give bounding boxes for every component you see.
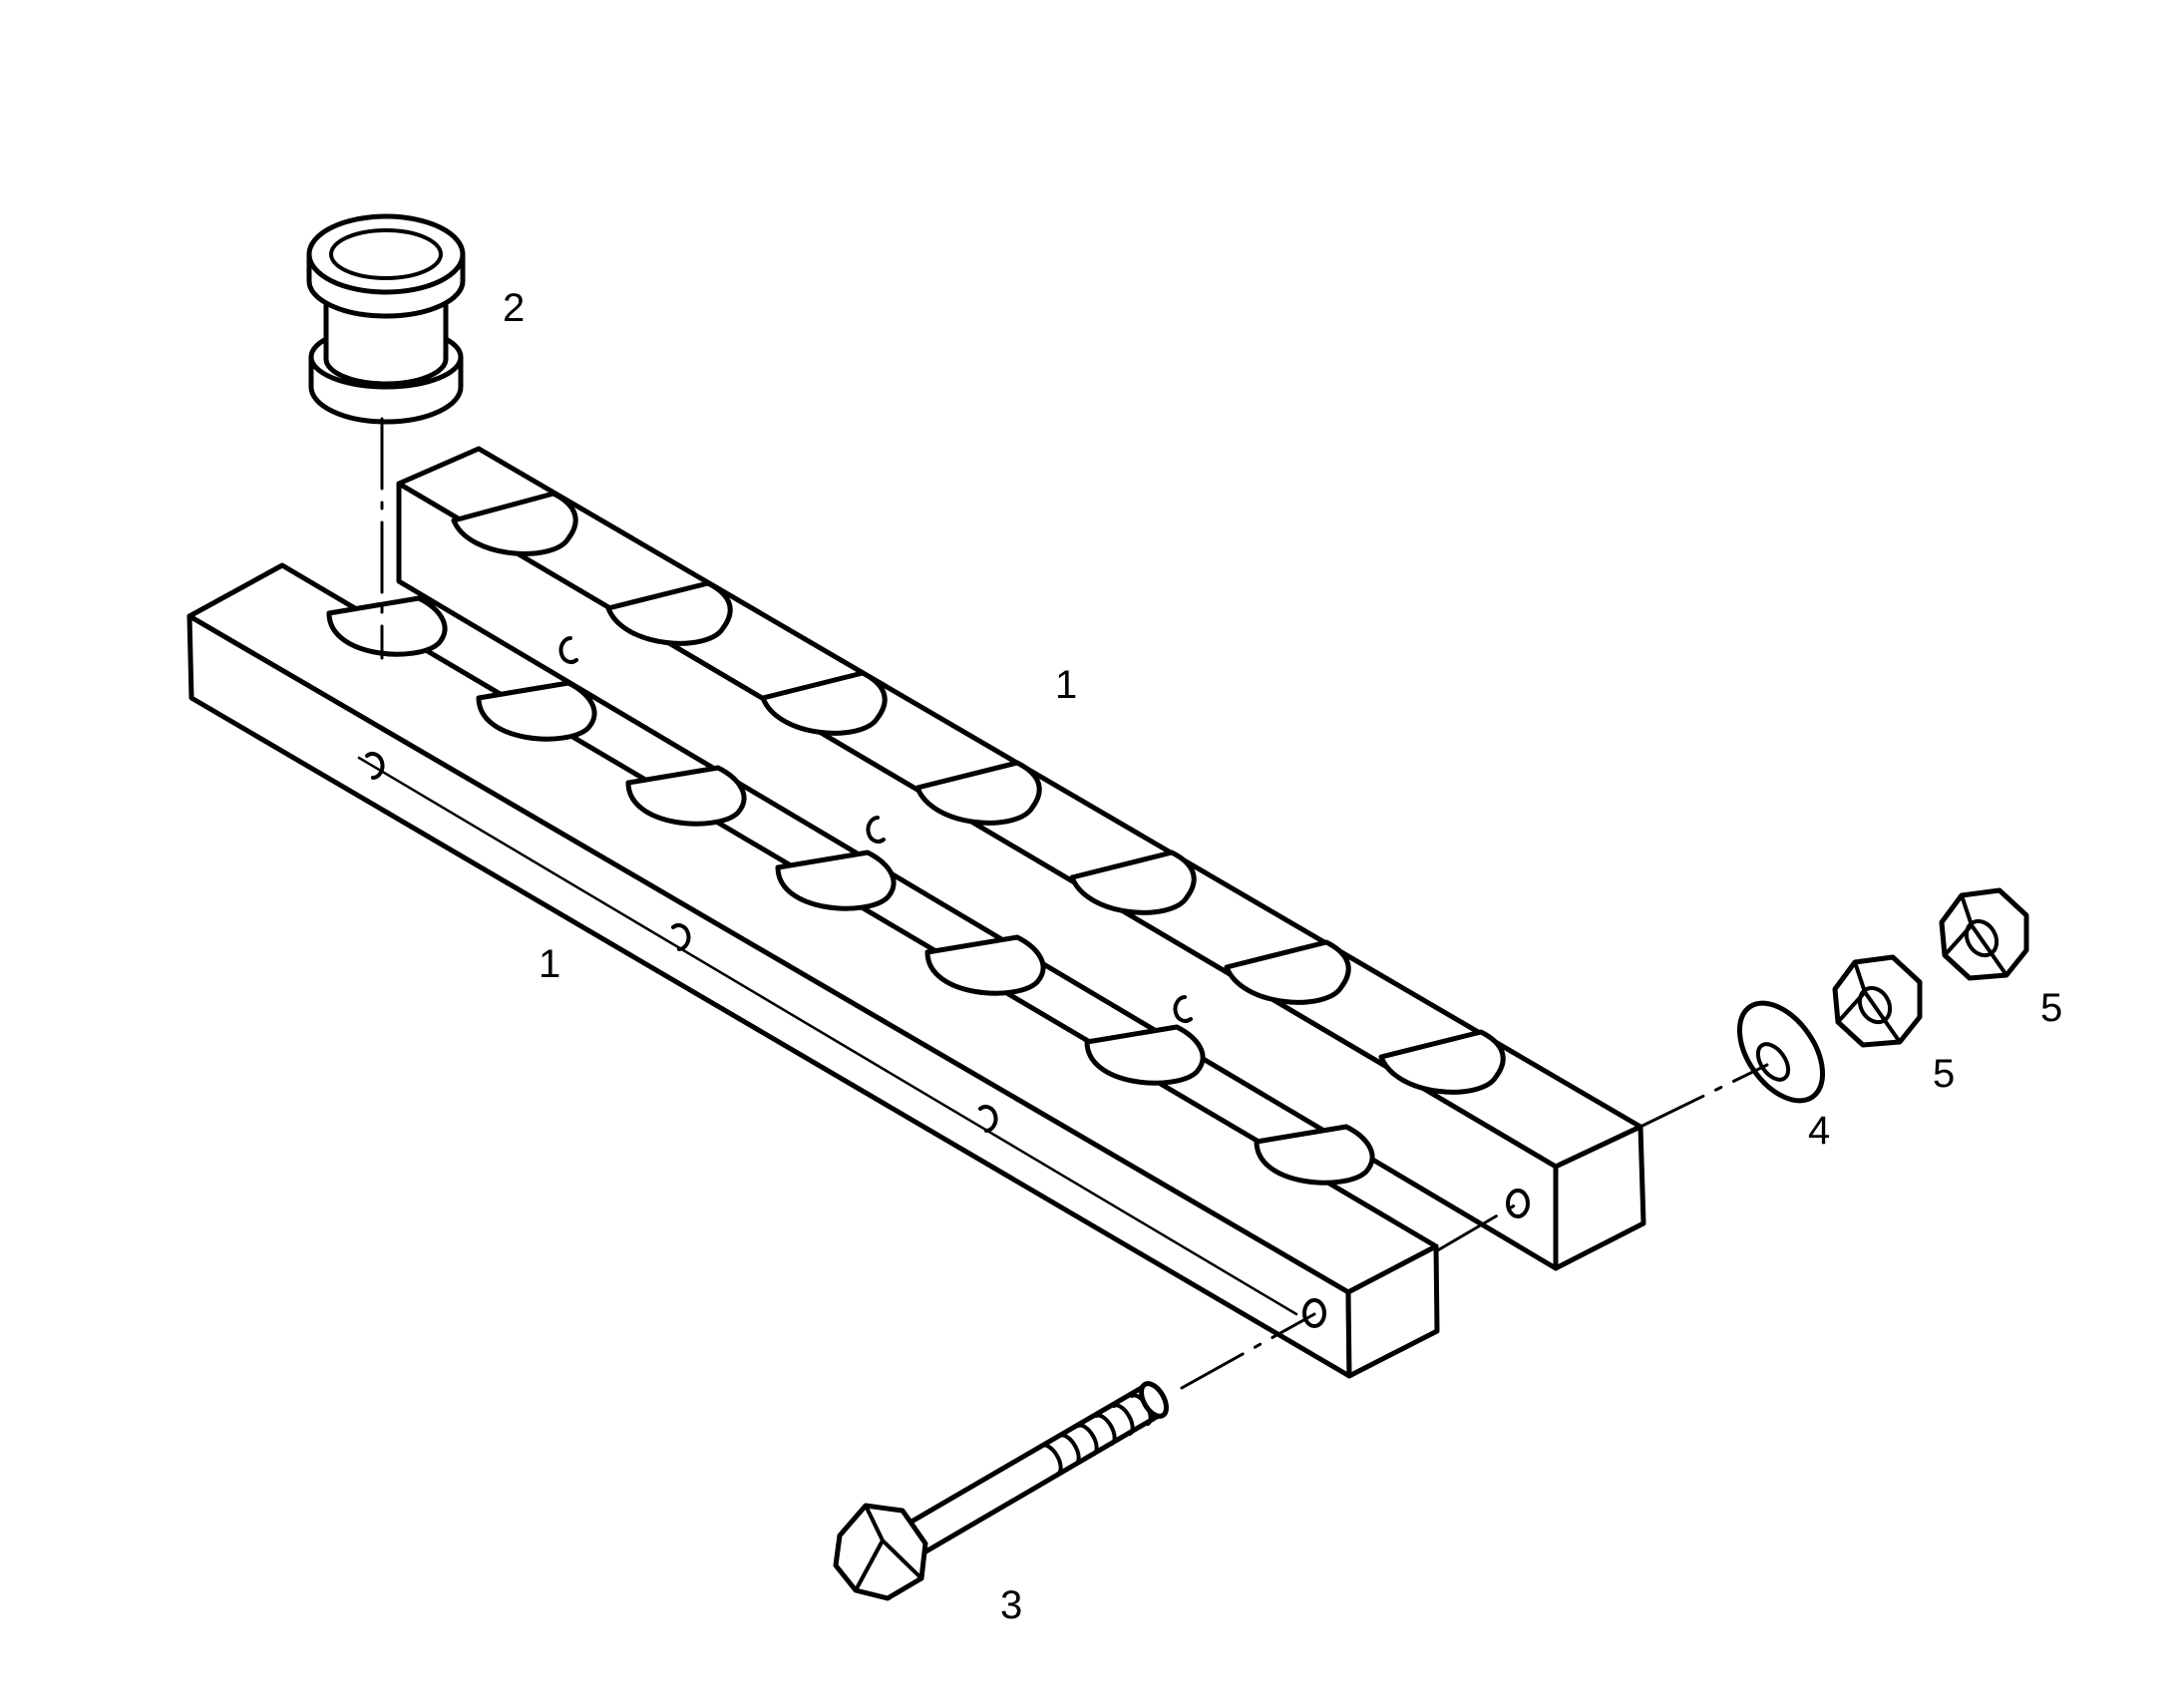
callout-bolt: 3 [1000,1583,1022,1627]
front-bar-holes [365,752,1326,1328]
rear-bar-saddles [451,491,1506,1095]
rear-bar-end-face [1553,1124,1646,1271]
callout-nut-a: 5 [1933,1052,1955,1096]
rear-clamp-bar [396,446,1646,1271]
front-clamp-bar [186,562,1440,1379]
sleeve-part [306,213,466,425]
rear-bar-holes [558,636,1530,1218]
callout-front-bar: 1 [539,942,560,986]
callout-sleeve: 2 [503,286,525,330]
washer-axis-line [1638,1063,1769,1129]
front-bar-saddles [326,595,1375,1186]
front-bar-centerline [357,756,1298,1316]
nut-a-part [1832,954,1923,1048]
nut-b-part [1939,887,2029,981]
callout-nut-b: 5 [2040,986,2062,1030]
washer-part [1736,1000,1826,1104]
rear-bolt-axis-line [1434,1201,1520,1253]
callout-washer: 4 [1808,1109,1830,1153]
bolt-part [833,1381,1169,1601]
bolt-axis-line [1180,1312,1316,1390]
front-bar-end-face [1345,1243,1440,1379]
callout-rear-bar: 1 [1055,663,1077,707]
